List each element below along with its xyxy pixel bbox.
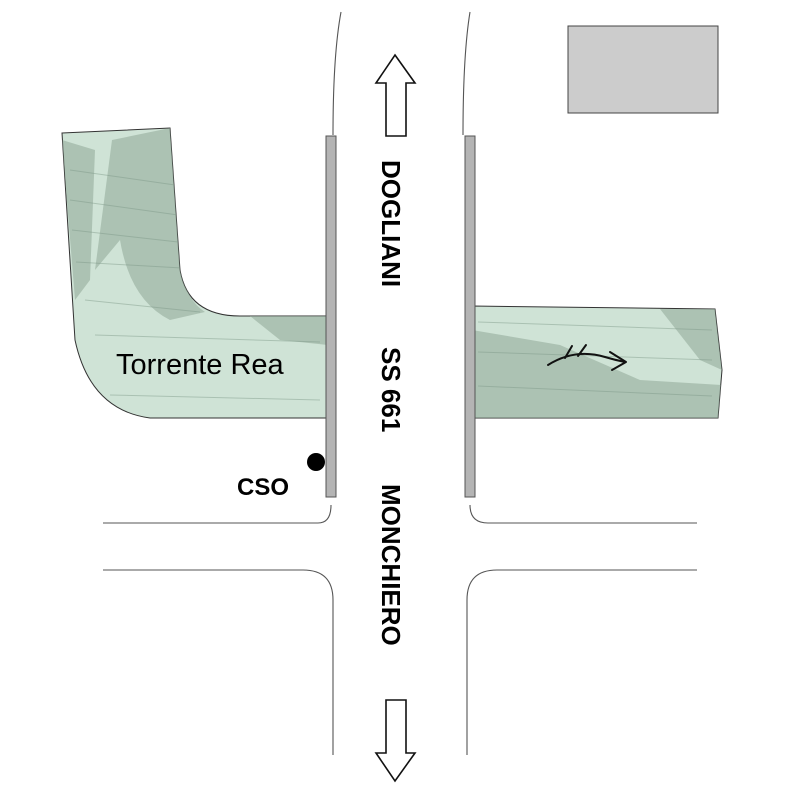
road-edge-west-bottom	[103, 569, 334, 755]
river-label: Torrente Rea	[116, 349, 285, 381]
building	[567, 25, 719, 114]
road-label-south: MONCHIERO	[376, 484, 406, 646]
cso-marker-icon	[307, 453, 325, 471]
road-label-north: DOGLIANI	[376, 160, 406, 287]
cso-label: CSO	[237, 474, 289, 501]
road-edge-west-top	[103, 504, 332, 524]
south-arrow-icon	[374, 699, 417, 783]
north-arrow-icon	[374, 53, 417, 137]
bridge-rail-right	[464, 135, 476, 498]
road-edge-east-bottom	[466, 569, 697, 755]
road-edge-north-left	[332, 11, 342, 136]
bridge-rail-left	[325, 135, 337, 498]
road-edge-north-right	[462, 11, 471, 136]
river-left	[61, 127, 329, 419]
river-right	[471, 305, 723, 419]
road-label-number: SS 661	[376, 347, 406, 432]
flow-arrow-icon	[547, 344, 627, 371]
road-edge-east-top	[469, 504, 697, 524]
